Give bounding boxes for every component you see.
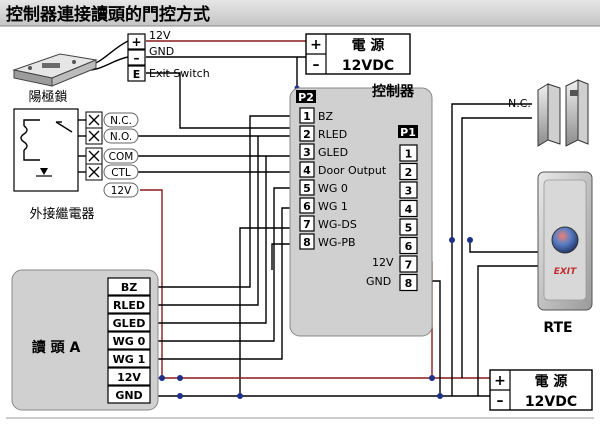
label-gnd: GND [149,45,174,58]
p2-tag: P2 [298,91,314,104]
p2-pin-number: 7 [303,218,311,231]
lock-icon [12,53,98,87]
card-reader-a: 讀 頭 A BZ RLED GLED WG 0 WG 1 12V GND [11,269,159,411]
relay-label: 外接繼電器 [29,206,94,222]
relay-coil-icon [20,119,73,177]
reader-pin-label: BZ [121,281,137,294]
top-power-plus: + [310,37,322,53]
relay-terminal-strip [85,111,103,181]
p1-pin-number: 2 [405,166,413,179]
bottom-power-plus: + [494,373,506,389]
p1-label-gnd: GND [366,275,391,288]
p1-label-12v: 12V [372,256,394,269]
p2-pin-label: BZ [318,110,334,123]
top-power-title: 電 源 [352,37,385,54]
p2-pin-label: Door Output [318,164,387,177]
relay-terminal-label: CTL [111,167,131,179]
door-sensor-icon [537,79,589,147]
p1-pin-number: 6 [405,240,413,253]
bottom-power-minus: – [497,393,504,409]
p1-tag: P1 [400,126,416,139]
p1-pin-number: 8 [405,277,413,290]
reader-pin-label: 12V [117,371,141,384]
p1-pin-number: 3 [405,185,413,198]
p1-pin-number: 5 [405,222,413,235]
top-power-supply: + – 電 源 12VDC [305,33,411,75]
electric-bolt-lock: 陽極鎖 [12,53,98,105]
p2-pin-number: 2 [303,128,311,141]
label-12v: 12V [149,29,171,42]
top-terminal-minus: – [134,51,140,65]
external-relay: N.C. N.O. COM CTL 12V 外接繼電器 [13,108,139,222]
title-bar: 控制器連接讀頭的門控方式 [0,0,600,27]
bottom-power-voltage: 12VDC [525,394,577,410]
relay-terminal-labels: N.C. N.O. COM CTL 12V [103,112,139,198]
reader-pin-label: GLED [113,317,146,330]
top-power-minus: – [313,57,320,73]
p2-pin-label: WG 1 [318,200,348,213]
p2-pin-label: WG 0 [318,182,348,195]
p2-pin-number: 8 [303,236,311,249]
p2-pin-label: GLED [318,146,348,159]
page-title: 控制器連接讀頭的門控方式 [6,4,210,25]
p2-pin-number: 1 [303,110,311,123]
relay-terminal-label: 12V [111,185,132,197]
exit-switch-nc-label: N.C. [508,97,531,110]
p2-pin-label: WG-PB [318,236,356,249]
p1-pin-number: 1 [405,148,413,161]
p2-pin-label: WG-DS [318,218,357,231]
controller-label: 控制器 [372,83,415,100]
relay-terminal-label: COM [109,151,134,163]
relay-terminal-label: N.O. [110,131,132,143]
bottom-power-supply: + – 電 源 12VDC [489,369,593,411]
p1-connector: 1 2 3 4 5 6 7 8 [399,144,418,292]
p2-connector: 1 BZ 2 RLED 3 GLED 4 Door Output 5 WG 0 6 WG 1 7 WG-D… [299,107,387,250]
rte-exit-button: EXIT RTE [537,171,593,336]
rte-label: RTE [543,320,572,336]
top-power-voltage: 12VDC [342,58,394,74]
top-terminal-block: + – E 12V GND Exit Switch [127,29,210,82]
label-exit-switch: Exit Switch [149,67,210,80]
reader-pin-label: GND [115,389,142,402]
exit-button-text: EXIT [554,267,577,277]
relay-terminal-label: N.C. [110,115,132,127]
top-terminal-e: E [133,68,141,81]
reader-label: 讀 頭 A [32,339,81,356]
exit-button-icon [551,226,579,254]
p2-pin-number: 3 [303,146,311,159]
p1-pin-number: 4 [405,203,413,216]
bottom-power-title: 電 源 [535,373,568,390]
p1-pin-number: 7 [405,259,413,272]
reader-pin-label: WG 1 [113,353,146,366]
p2-pin-number: 6 [303,200,311,213]
p2-pin-label: RLED [318,128,347,141]
reader-pin-label: RLED [113,299,145,312]
controller: 控制器 P2 P1 1 BZ 2 RLED 3 GLED 4 Door Output 5 WG 0… [289,83,433,337]
lock-label: 陽極鎖 [28,89,67,105]
reader-pin-block: BZ RLED GLED WG 0 WG 1 12V GND [107,277,151,404]
reader-pin-label: WG 0 [113,335,146,348]
p2-pin-number: 4 [303,164,311,177]
p2-pin-number: 5 [303,182,311,195]
top-terminal-plus: + [131,35,141,49]
exit-switch: N.C. [508,79,589,147]
